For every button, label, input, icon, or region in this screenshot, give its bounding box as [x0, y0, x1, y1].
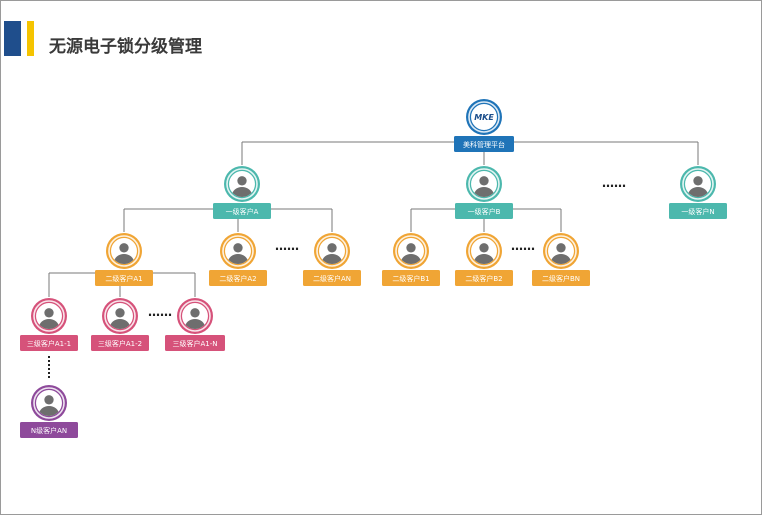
ellipsis-level2-a: …… — [275, 239, 299, 253]
level2-node: 二级客户B1 — [382, 233, 440, 286]
level2-node: 二级客户AN — [303, 233, 361, 286]
node-label-box — [20, 335, 78, 351]
node-label: 三级客户A1-1 — [27, 339, 71, 348]
level1-node: 一级客户N — [669, 166, 727, 219]
level3-node: 三级客户A1-2 — [91, 298, 149, 351]
person-icon — [225, 238, 251, 264]
node-label: N级客户AN — [31, 426, 67, 435]
node-label-box — [20, 422, 78, 438]
person-icon — [111, 238, 137, 264]
person-icon — [36, 390, 62, 416]
node-label-box — [95, 270, 153, 286]
node-label: 一级客户B — [468, 207, 501, 216]
node-label-box — [91, 335, 149, 351]
page-title: 无源电子锁分级管理 — [49, 37, 202, 57]
person-icon — [471, 238, 497, 264]
node-label-box — [454, 136, 514, 152]
person-icon — [398, 238, 424, 264]
node-label: 一级客户N — [681, 207, 714, 216]
person-icon — [36, 303, 62, 329]
node-label: 二级客户BN — [542, 274, 580, 283]
level3-node: 三级客户A1-1 — [20, 298, 78, 351]
person-icon — [319, 238, 345, 264]
header-accent-blue — [4, 21, 21, 56]
levelN-node: N级客户AN — [20, 385, 78, 438]
node-label: 三级客户A1-N — [172, 339, 217, 348]
level2-node: 二级客户BN — [532, 233, 590, 286]
header-accent-yellow — [27, 21, 34, 56]
node-label-box — [455, 203, 513, 219]
node-label-box — [209, 270, 267, 286]
logo-text: MKE — [474, 113, 494, 122]
node-label-box — [669, 203, 727, 219]
node-label-box — [213, 203, 271, 219]
ellipsis-level2-b: …… — [511, 239, 535, 253]
node-label-box — [165, 335, 225, 351]
node-label-box — [455, 270, 513, 286]
node-label: 三级客户A1-2 — [98, 339, 142, 348]
node-label-box — [532, 270, 590, 286]
person-icon — [548, 238, 574, 264]
person-icon — [685, 171, 711, 197]
node-label: 二级客户AN — [313, 274, 351, 283]
root-node: MKE 美科管理平台 — [454, 99, 514, 152]
person-icon — [182, 303, 208, 329]
level2-node: 二级客户B2 — [455, 233, 513, 286]
level1-node: 一级客户B — [455, 166, 513, 219]
level1-node: 一级客户A — [213, 166, 271, 219]
node-label-box — [382, 270, 440, 286]
level3-node: 三级客户A1-N — [165, 298, 225, 351]
node-label-box — [303, 270, 361, 286]
person-icon — [471, 171, 497, 197]
node-label: 二级客户B2 — [465, 274, 502, 283]
ellipsis-level3: …… — [148, 305, 172, 319]
ellipsis-level1: …… — [602, 176, 626, 190]
level2-node: 二级客户A1 — [95, 233, 153, 286]
node-label: 二级客户A2 — [219, 274, 256, 283]
level2-node: 二级客户A2 — [209, 233, 267, 286]
node-label: 二级客户A1 — [105, 274, 142, 283]
logo-icon: MKE — [471, 104, 497, 130]
person-icon — [107, 303, 133, 329]
node-label: 美科管理平台 — [463, 140, 505, 149]
person-icon — [229, 171, 255, 197]
node-label: 一级客户A — [226, 207, 259, 216]
node-label: 二级客户B1 — [392, 274, 429, 283]
